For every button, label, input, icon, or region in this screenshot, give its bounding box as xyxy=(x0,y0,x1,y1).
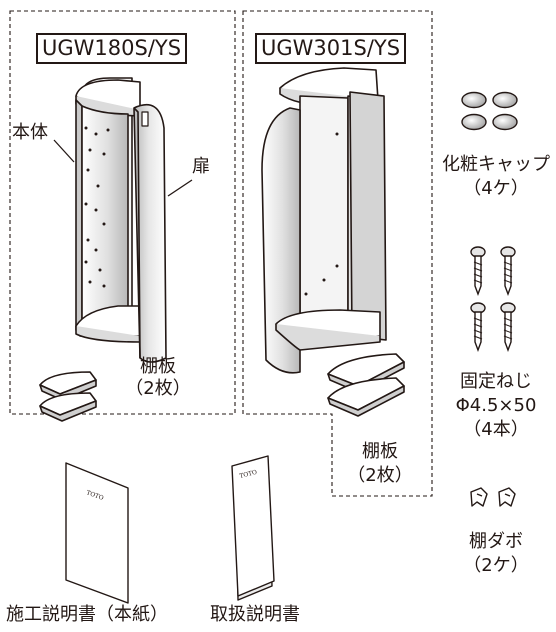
label-shelf-right-qty: （2枚） xyxy=(347,465,413,486)
shelf-holes-left xyxy=(84,126,110,288)
shelf-holes-right xyxy=(304,132,339,296)
shelf-dowels xyxy=(470,487,516,507)
label-user-manual: 取扱説明書 xyxy=(210,604,300,625)
shelves-left xyxy=(39,371,97,422)
group-border-right xyxy=(242,10,433,497)
leader-door xyxy=(167,179,193,197)
booklet-user-manual xyxy=(231,455,275,601)
decorative-caps xyxy=(461,91,518,131)
group-border-left xyxy=(9,10,236,415)
cabinet-left xyxy=(75,77,167,363)
label-cap-qty: （4ケ） xyxy=(463,178,529,199)
label-shelf-right-name: 棚板 xyxy=(362,441,398,462)
label-shelf-left-name: 棚板 xyxy=(140,356,176,377)
label-screw-name: 固定ねじ xyxy=(460,371,532,392)
fixing-screws xyxy=(470,246,516,352)
label-body: 本体 xyxy=(12,122,48,143)
booklet-install-manual xyxy=(65,462,129,604)
shelves-right xyxy=(327,353,405,417)
label-shelf-left-qty: （2枚） xyxy=(125,378,191,399)
label-install-manual: 施工説明書（本紙） xyxy=(6,604,168,625)
model-title-right: UGW301S/YS xyxy=(255,33,407,64)
cabinet-right xyxy=(261,67,387,374)
leader-body xyxy=(53,139,75,163)
label-dowel-qty: （2ケ） xyxy=(463,555,529,576)
label-screw-size: Φ4.5×50 xyxy=(455,395,537,416)
label-cap-name: 化粧キャップ xyxy=(442,154,550,175)
model-title-left: UGW180S/YS xyxy=(36,33,188,64)
label-screw-qty: （4本） xyxy=(463,419,529,440)
booklet-brand-2: TOTO xyxy=(239,469,258,480)
label-door: 扉 xyxy=(192,156,210,177)
label-dowel-name: 棚ダボ xyxy=(469,531,523,552)
